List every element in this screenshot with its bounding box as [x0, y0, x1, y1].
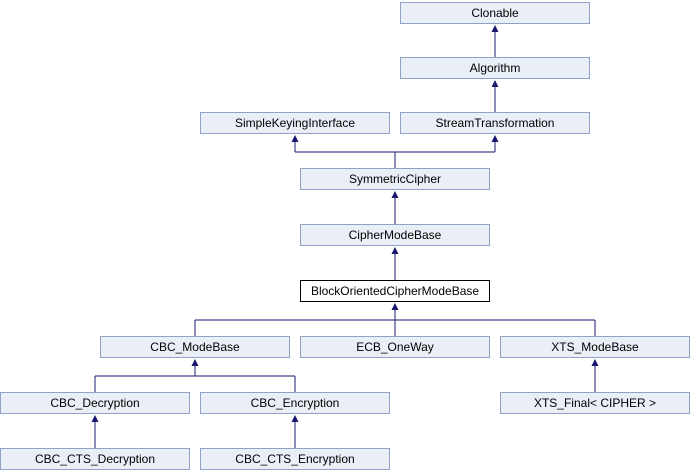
- class-node-xts-final[interactable]: XTS_Final< CIPHER >: [500, 392, 690, 414]
- edge-cbc-cts-encryption-to-cbc-encryption: [291, 415, 299, 448]
- arrowhead-icon: [491, 25, 499, 32]
- class-node-clonable[interactable]: Clonable: [400, 2, 590, 24]
- edge-algorithm-to-clonable: [491, 25, 499, 57]
- arrowhead-icon: [191, 359, 199, 366]
- edge-block-oriented-to-cipher-mode-base: [391, 247, 399, 280]
- edge-children-to-block-oriented: [194, 303, 596, 336]
- class-node-cbc-cts-decryption[interactable]: CBC_CTS_Decryption: [0, 448, 190, 470]
- class-node-stream-transformation[interactable]: StreamTransformation: [400, 112, 590, 134]
- class-node-simple-keying-interface[interactable]: SimpleKeyingInterface: [200, 112, 390, 134]
- arrowhead-icon: [491, 80, 499, 87]
- edge-cipher-mode-base-to-symmetric-cipher: [391, 191, 399, 224]
- class-node-block-oriented-cipher-mode-base: BlockOrientedCipherModeBase: [300, 280, 490, 302]
- arrowhead-icon: [391, 303, 399, 310]
- class-node-ecb-one-way[interactable]: ECB_OneWay: [300, 336, 490, 358]
- class-node-cipher-mode-base[interactable]: CipherModeBase: [300, 224, 490, 246]
- edge-cbc-cts-decryption-to-cbc-decryption: [91, 415, 99, 448]
- arrowhead-icon: [291, 415, 299, 422]
- edge-children-to-cbc-mode-base: [94, 359, 296, 392]
- class-node-cbc-cts-encryption[interactable]: CBC_CTS_Encryption: [200, 448, 390, 470]
- arrowhead-icon: [91, 415, 99, 422]
- edge-stream-transformation-to-algorithm: [491, 80, 499, 112]
- class-node-symmetric-cipher[interactable]: SymmetricCipher: [300, 168, 490, 190]
- arrowhead-icon: [391, 247, 399, 254]
- class-node-cbc-mode-base[interactable]: CBC_ModeBase: [100, 336, 290, 358]
- arrowhead-icon: [591, 359, 599, 366]
- class-node-cbc-decryption[interactable]: CBC_Decryption: [0, 392, 190, 414]
- edge-symmetric-cipher-to-simple-keying-interface-and-stream-transformation: [291, 135, 499, 168]
- arrowhead-icon: [491, 135, 499, 142]
- class-node-algorithm[interactable]: Algorithm: [400, 57, 590, 79]
- class-node-xts-mode-base[interactable]: XTS_ModeBase: [500, 336, 690, 358]
- arrowhead-icon: [291, 135, 299, 142]
- class-node-cbc-encryption[interactable]: CBC_Encryption: [200, 392, 390, 414]
- arrowhead-icon: [391, 191, 399, 198]
- edge-xts-final-to-xts-mode-base: [591, 359, 599, 392]
